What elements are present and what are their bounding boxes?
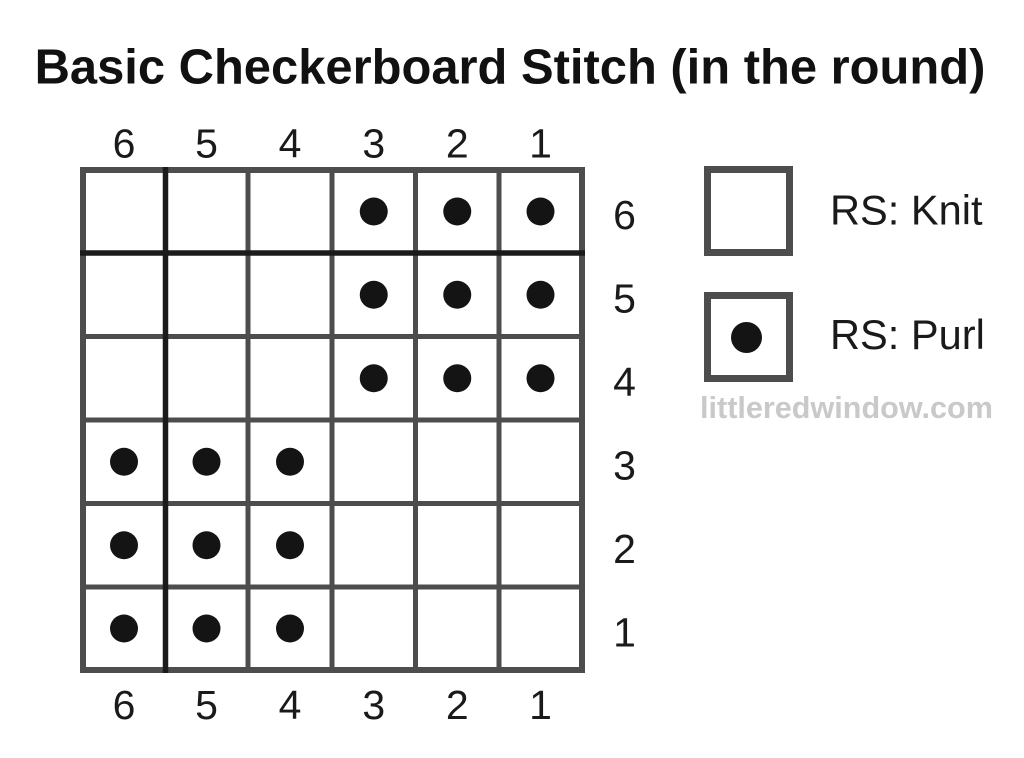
svg-text:RS: Knit: RS: Knit [830, 186, 983, 233]
svg-text:4: 4 [279, 682, 302, 728]
svg-text:2: 2 [446, 121, 469, 167]
svg-text:1: 1 [529, 682, 552, 728]
svg-text:6: 6 [113, 121, 136, 167]
svg-text:littleredwindow.com: littleredwindow.com [700, 391, 993, 425]
svg-text:RS: Purl: RS: Purl [830, 311, 985, 358]
svg-text:3: 3 [613, 443, 636, 489]
svg-text:6: 6 [613, 192, 636, 238]
svg-text:6: 6 [113, 682, 136, 728]
svg-text:5: 5 [195, 682, 218, 728]
svg-text:5: 5 [613, 276, 636, 322]
svg-text:3: 3 [362, 682, 385, 728]
svg-text:1: 1 [613, 610, 636, 656]
svg-text:3: 3 [362, 121, 385, 167]
svg-text:2: 2 [446, 682, 469, 728]
svg-text:Basic Checkerboard Stitch (in: Basic Checkerboard Stitch (in the round) [35, 41, 986, 95]
svg-text:4: 4 [279, 121, 302, 167]
svg-text:5: 5 [195, 121, 218, 167]
svg-text:4: 4 [613, 359, 636, 405]
svg-text:2: 2 [613, 526, 636, 572]
svg-text:1: 1 [529, 121, 552, 167]
